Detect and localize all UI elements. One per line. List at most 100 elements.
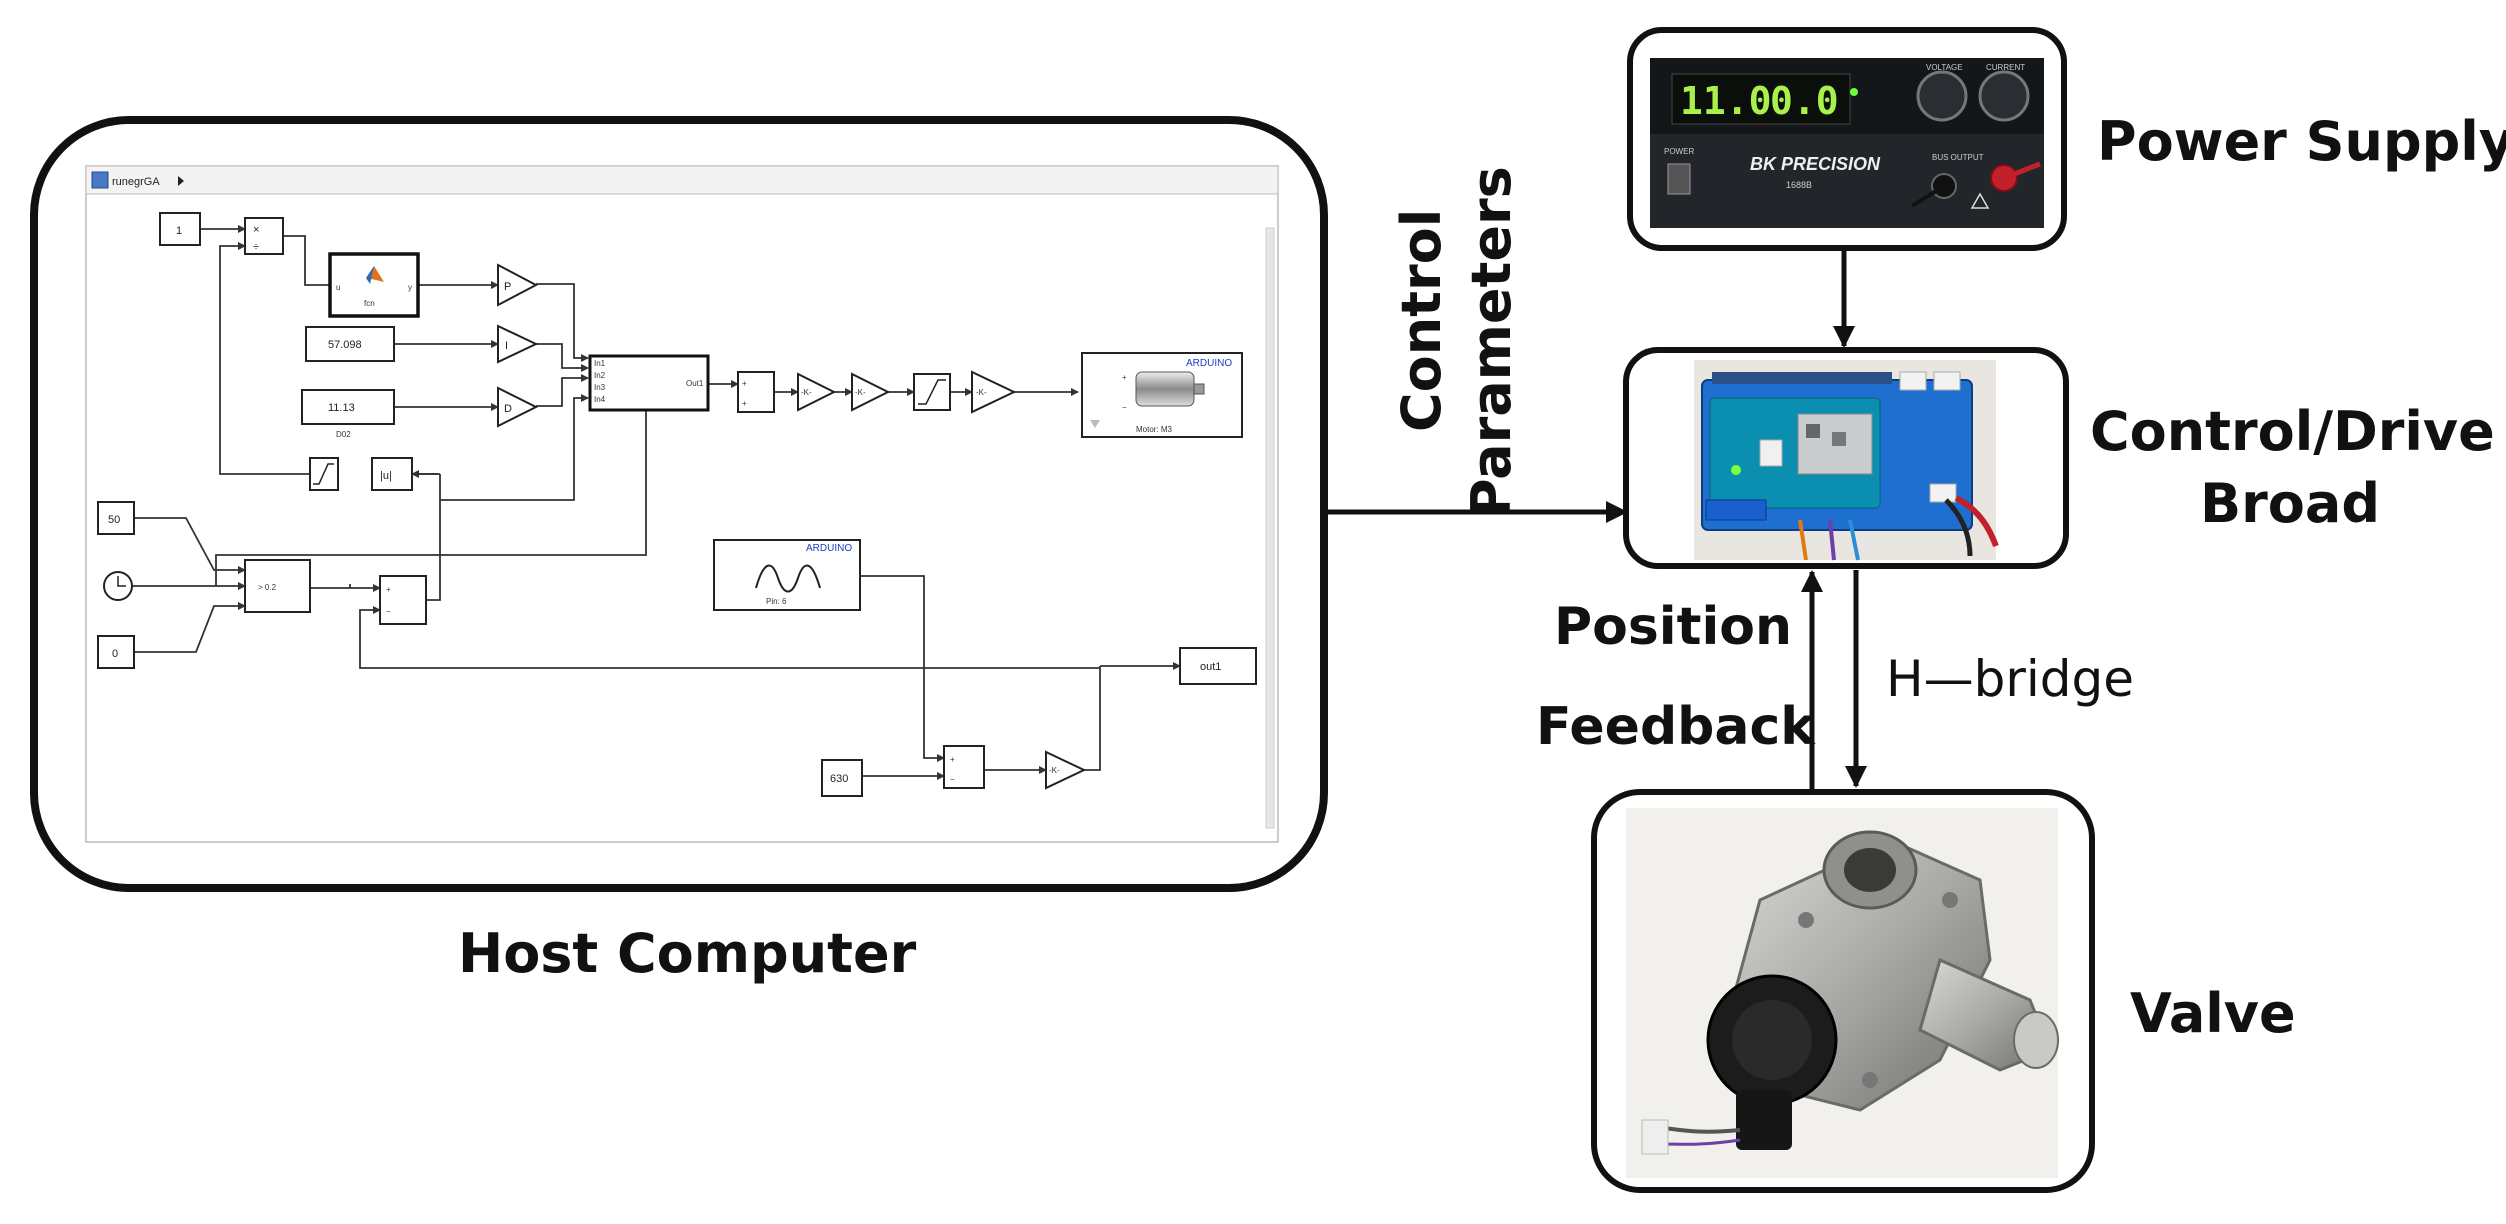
barrel-jack <box>1759 439 1783 467</box>
constant-block-1-value: 1 <box>176 225 182 237</box>
psu-voltage-display: 11.0 <box>1680 79 1772 123</box>
constant-630-value: 630 <box>830 773 848 785</box>
constant-d-block: 11.13 D02 <box>301 389 395 439</box>
constant-0-block: 0 <box>97 635 135 669</box>
sum-block-1-plus-a: + <box>742 379 747 388</box>
psu-indicator-led <box>1850 88 1858 96</box>
power-supply-label: Power Supply <box>2097 110 2506 173</box>
pid-in2: In2 <box>594 371 606 380</box>
breadcrumb-arrow-icon <box>178 176 184 186</box>
simulink-model-icon <box>91 171 109 189</box>
sum-block-2: + − <box>379 575 427 625</box>
psu-display <box>1671 73 1851 125</box>
power-supply-node: 11.0 0.0 VOLTAGE CURRENT BK PRECISION 16… <box>1627 27 2506 251</box>
product-block-op: × <box>253 224 259 236</box>
saturation-block-1 <box>913 373 951 411</box>
constant-0-value: 0 <box>112 648 118 660</box>
constant-i-block: 57.098 <box>305 326 395 362</box>
valve-device <box>1626 808 2059 1178</box>
pid-out: Out1 <box>686 379 704 388</box>
gain-d-block: D <box>497 386 539 428</box>
gain-k-block-1: -K- <box>797 372 837 412</box>
pid-in1: In1 <box>594 359 606 368</box>
outport-out1-block: out1 <box>1179 647 1257 685</box>
arduino-analog-brand: ARDUINO <box>806 543 852 554</box>
feedback-label: Feedback <box>1536 697 1816 757</box>
control-drive-label-line1: Control/Drive <box>2090 400 2495 463</box>
gain-k-2-label: -K- <box>855 388 866 397</box>
control-drive-label-line2: Broad <box>2200 472 2380 535</box>
power-led <box>1731 465 1741 475</box>
gain-p-label: P <box>504 281 511 293</box>
product-block-op2: ÷ <box>253 241 259 253</box>
connector-white-1 <box>1899 371 1927 391</box>
simulink-scrollbar <box>1265 227 1275 829</box>
sum-block-3-minus: − <box>950 775 955 784</box>
pid-in3: In3 <box>594 383 606 392</box>
gain-k-4-label: -K- <box>1049 766 1060 775</box>
switch-condition: > 0.2 <box>258 583 277 592</box>
sum-block-1: + + <box>737 371 775 413</box>
psu-power-label: POWER <box>1664 147 1694 156</box>
header-strip-top <box>1712 372 1892 384</box>
gain-p-block: P <box>497 263 539 307</box>
psu-power-switch <box>1667 163 1691 195</box>
host-computer-label: Host Computer <box>458 922 917 985</box>
constant-d-value: 11.13 <box>328 402 355 414</box>
sum-block-3: + − <box>943 745 985 789</box>
sum-block-3-plus: + <box>950 755 955 764</box>
arduino-pin-label: Pin: 6 <box>766 597 787 606</box>
connector-white-3 <box>1929 483 1957 503</box>
valve-connector <box>1736 1090 1792 1150</box>
arduino-analog-input-block: ARDUINO Pin: 6 <box>713 539 861 611</box>
connector-white-2 <box>1933 371 1961 391</box>
arduino-motor-brand: ARDUINO <box>1186 358 1232 369</box>
matlab-fcn-out: y <box>408 283 412 292</box>
gain-k-block-3: -K- <box>971 370 1017 414</box>
psu-model: 1688B <box>1786 180 1812 190</box>
psu-output-label: BUS OUTPUT <box>1932 153 1984 162</box>
saturation-block-2 <box>309 457 339 491</box>
matlab-fcn-in: u <box>336 283 340 292</box>
constant-50-value: 50 <box>108 514 120 526</box>
power-supply-device: 11.0 0.0 VOLTAGE CURRENT BK PRECISION 16… <box>1650 58 2044 228</box>
clock-block <box>103 571 133 601</box>
pid-in4: In4 <box>594 395 606 404</box>
constant-block-1: 1 <box>159 212 201 246</box>
gain-k-1-label: -K- <box>801 388 812 397</box>
simulink-model-name: runegrGA <box>112 176 160 188</box>
control-board-device <box>1694 360 1999 561</box>
pid-subsystem-block: In1 In2 In3 In4 Out1 <box>588 354 710 412</box>
motor-icon <box>1135 371 1195 407</box>
valve-label: Valve <box>2130 982 2296 1045</box>
waveform-icon <box>755 564 821 593</box>
gain-k-block-4: -K- <box>1045 750 1087 790</box>
current-knob <box>1978 70 2030 122</box>
motor-plus: + <box>1122 373 1127 382</box>
sum-block-2-plus: + <box>386 585 391 594</box>
matlab-fcn-label: fcn <box>364 299 375 308</box>
constant-i-value: 57.098 <box>328 339 362 351</box>
matlab-fcn-block: fcn u y <box>328 252 420 318</box>
control-board-node: Control/Drive Broad <box>1623 347 2495 569</box>
abs-block-label: |u| <box>380 470 392 482</box>
psu-current-knob-label: CURRENT <box>1986 63 2025 72</box>
constant-50-block: 50 <box>97 501 135 535</box>
screw-terminal <box>1705 499 1767 521</box>
gain-k-3-label: -K- <box>976 388 987 397</box>
arduino-motor-label: Motor: M3 <box>1136 425 1173 434</box>
gain-d-label: D <box>504 403 512 415</box>
host-computer-node: runegrGA <box>30 116 1328 985</box>
control-parameters-label: Control Parameters <box>1390 166 1523 518</box>
gain-k-block-2: -K- <box>851 372 891 412</box>
outport-out1-label: out1 <box>1200 661 1221 673</box>
voltage-knob <box>1916 70 1968 122</box>
position-label: Position <box>1554 597 1792 657</box>
hbridge-label: H—bridge <box>1886 650 2134 708</box>
control-label: Control <box>1390 209 1453 432</box>
sum-block-2-minus: − <box>386 607 391 616</box>
download-arrow-icon <box>1090 420 1100 428</box>
saturation-icon <box>918 379 946 405</box>
abs-block: |u| <box>371 457 413 491</box>
motor-minus: − <box>1122 403 1127 412</box>
